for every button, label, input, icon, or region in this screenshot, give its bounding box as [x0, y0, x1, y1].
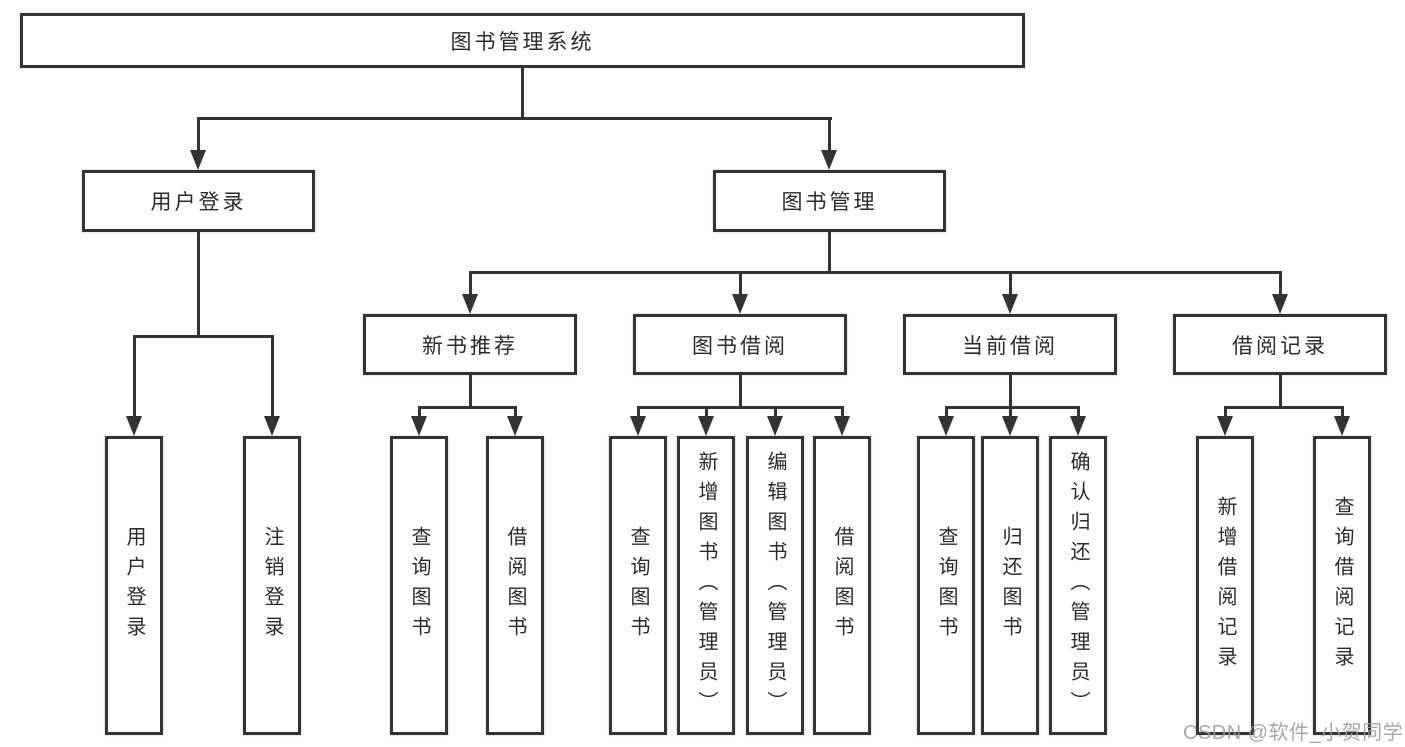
connector-line	[197, 117, 832, 120]
arrow-down-icon	[630, 416, 646, 436]
connector-line	[828, 232, 831, 272]
node-user-login-label: 用户登录	[150, 191, 247, 214]
node-cb-return-label: 归还图书	[999, 525, 1021, 646]
connector-line	[637, 406, 844, 409]
arrow-down-icon	[821, 150, 837, 170]
node-new-book-rec: 新书推荐	[363, 314, 577, 375]
arrow-down-icon	[698, 416, 714, 436]
connector-line	[1224, 408, 1227, 418]
arrow-down-icon	[1272, 294, 1288, 314]
connector-line	[418, 406, 517, 409]
connector-line	[469, 375, 472, 407]
node-ul-login-label: 用户登录	[123, 525, 145, 646]
node-nb-query: 查询图书	[390, 436, 448, 735]
node-bb-edit: 编辑图书（管理员）	[746, 436, 804, 735]
connector-line	[133, 335, 274, 338]
connector-line	[1009, 408, 1012, 418]
node-bb-borrow: 借阅图书	[813, 436, 871, 735]
csdn-watermark: CSDN @软件_小贺同学	[1183, 722, 1404, 744]
node-bb-query: 查询图书	[609, 436, 667, 735]
connector-line	[133, 337, 136, 417]
connector-line	[418, 408, 421, 418]
node-ul-login: 用户登录	[105, 436, 163, 735]
node-book-borrow-label: 图书借阅	[692, 334, 788, 358]
connector-line	[1341, 408, 1344, 418]
node-nb-query-label: 查询图书	[408, 525, 430, 646]
node-current-borrow-label: 当前借阅	[962, 334, 1058, 358]
connector-line	[1077, 408, 1080, 418]
arrow-down-icon	[126, 416, 142, 436]
arrow-down-icon	[1002, 294, 1018, 314]
connector-line	[469, 273, 472, 295]
arrow-down-icon	[767, 416, 783, 436]
node-user-login: 用户登录	[82, 170, 315, 232]
arrow-down-icon	[507, 416, 523, 436]
node-ul-logout-label: 注销登录	[261, 525, 283, 646]
node-bb-query-label: 查询图书	[627, 525, 649, 646]
connector-line	[828, 119, 831, 151]
node-bb-add: 新增图书（管理员）	[677, 436, 735, 735]
node-br-add-label: 新增借阅记录	[1214, 495, 1236, 676]
connector-line	[739, 273, 742, 295]
connector-line	[705, 408, 708, 418]
connector-line	[1009, 375, 1012, 407]
connector-line	[1279, 273, 1282, 295]
connector-line	[841, 408, 844, 418]
connector-line	[637, 408, 640, 418]
connector-line	[197, 119, 200, 151]
arrow-down-icon	[1070, 416, 1086, 436]
node-cb-return: 归还图书	[981, 436, 1039, 735]
node-br-query: 查询借阅记录	[1313, 436, 1371, 735]
node-br-query-label: 查询借阅记录	[1331, 495, 1353, 676]
connector-line	[469, 271, 1282, 274]
arrow-down-icon	[190, 150, 206, 170]
node-current-borrow: 当前借阅	[903, 314, 1117, 375]
node-book-mgmt: 图书管理	[713, 170, 946, 232]
node-bb-add-label: 新增图书（管理员）	[695, 450, 717, 721]
node-book-mgmt-label: 图书管理	[781, 191, 878, 214]
arrow-down-icon	[1002, 416, 1018, 436]
node-nb-borrow-label: 借阅图书	[504, 525, 526, 646]
node-ul-logout: 注销登录	[243, 436, 301, 735]
node-cb-confirm: 确认归还（管理员）	[1049, 436, 1107, 735]
node-book-borrow: 图书借阅	[633, 314, 847, 375]
node-borrow-record-label: 借阅记录	[1232, 334, 1328, 358]
connector-line	[1224, 406, 1344, 409]
node-root-label: 图书管理系统	[450, 30, 595, 54]
node-cb-query: 查询图书	[917, 436, 975, 735]
connector-line	[1279, 375, 1282, 407]
node-root: 图书管理系统	[20, 13, 1025, 68]
arrow-down-icon	[834, 416, 850, 436]
node-cb-confirm-label: 确认归还（管理员）	[1067, 450, 1089, 721]
connector-line	[945, 408, 948, 418]
arrow-down-icon	[411, 416, 427, 436]
node-new-book-rec-label: 新书推荐	[422, 334, 518, 358]
connector-line	[197, 232, 200, 337]
connector-line	[945, 406, 1080, 409]
connector-line	[1009, 273, 1012, 295]
arrow-down-icon	[462, 294, 478, 314]
node-bb-borrow-label: 借阅图书	[831, 525, 853, 646]
node-br-add: 新增借阅记录	[1196, 436, 1254, 735]
arrow-down-icon	[1217, 416, 1233, 436]
node-cb-query-label: 查询图书	[935, 525, 957, 646]
connector-line	[514, 408, 517, 418]
connector-line	[271, 337, 274, 417]
arrow-down-icon	[264, 416, 280, 436]
connector-line	[774, 408, 777, 418]
arrow-down-icon	[1334, 416, 1350, 436]
node-borrow-record: 借阅记录	[1173, 314, 1387, 375]
node-nb-borrow: 借阅图书	[486, 436, 544, 735]
arrow-down-icon	[732, 294, 748, 314]
connector-line	[739, 375, 742, 407]
connector-line	[521, 68, 524, 117]
node-bb-edit-label: 编辑图书（管理员）	[764, 450, 786, 721]
arrow-down-icon	[938, 416, 954, 436]
